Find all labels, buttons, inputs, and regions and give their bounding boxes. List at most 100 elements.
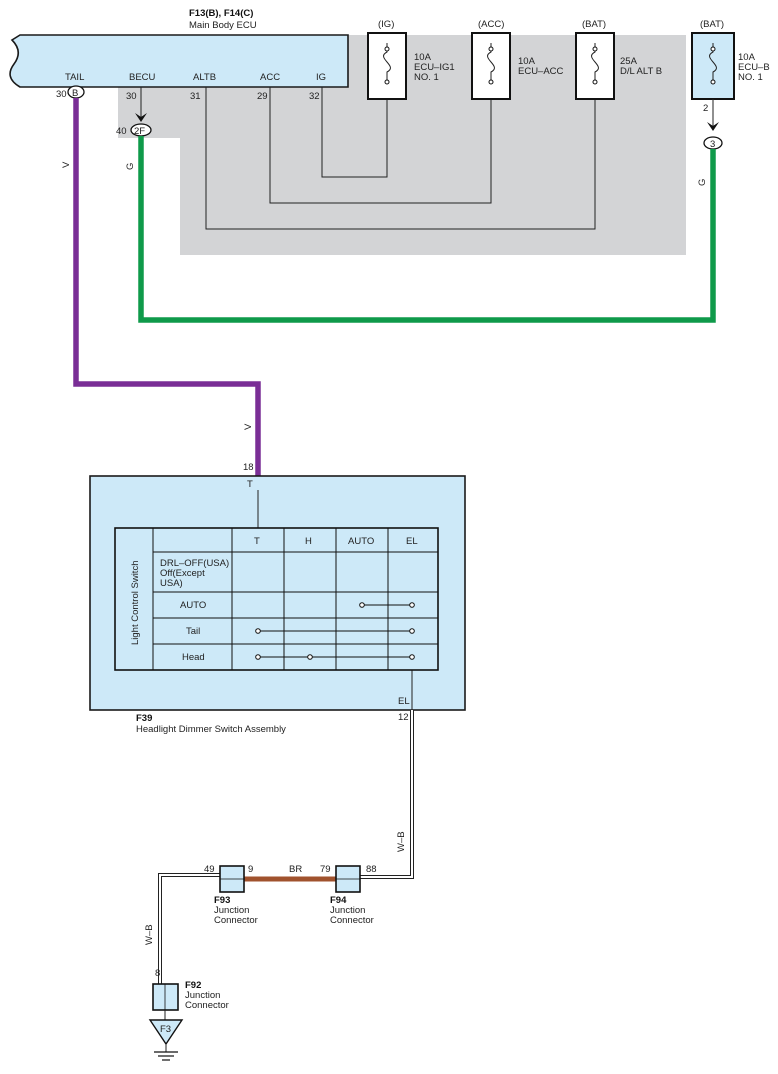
fuse-2-terminal-bottom xyxy=(488,79,494,85)
green-wire-label-right: G xyxy=(697,179,708,186)
fuse-area-shade xyxy=(118,35,686,255)
column-header-el: EL xyxy=(406,536,418,547)
head-row-contact xyxy=(409,654,415,660)
green-wire xyxy=(138,136,716,323)
fuse-4-pin: 2 xyxy=(703,103,708,114)
fuse-2-name: ECU–ACC xyxy=(518,66,564,77)
pin-number-ig: 32 xyxy=(309,91,320,102)
wb-wire-label-right: W–B xyxy=(396,831,407,852)
tail-row-contact xyxy=(255,628,261,634)
wb-wire-left-outer xyxy=(158,873,220,984)
fuse-4-name: ECU–B xyxy=(738,62,770,73)
f93-pin-right: 9 xyxy=(248,864,253,875)
switch-t-pin-number: 18 xyxy=(243,462,254,473)
ecu-pin-altb: ALTB xyxy=(193,72,216,83)
column-header-auto: AUTO xyxy=(348,536,374,547)
switch-el-pin: EL xyxy=(398,696,410,707)
f93-pin-left: 49 xyxy=(204,864,215,875)
fuse-1-terminal-top xyxy=(384,46,390,52)
ecu-pin-tail: TAIL xyxy=(65,72,84,83)
fuse-1-source: (IG) xyxy=(378,19,394,30)
fuse-3-terminal-top xyxy=(592,46,598,52)
fuse-4-icon xyxy=(709,43,717,82)
fuse-2-icon xyxy=(487,43,495,82)
f92-line1: Junction xyxy=(185,990,220,1001)
main-body-ecu-box xyxy=(9,34,349,88)
f94-line2: Connector xyxy=(330,915,374,926)
violet-wire-label-top: V xyxy=(61,161,72,168)
f94-code: F94 xyxy=(330,895,347,906)
f94-pin-right: 88 xyxy=(366,864,377,875)
switch-t-pin: T xyxy=(247,479,253,490)
pin-number-tail: 30 xyxy=(56,89,67,100)
column-header-t: T xyxy=(254,536,260,547)
fuse-4-source: (BAT) xyxy=(700,19,724,30)
fuse-1-box xyxy=(367,32,407,100)
pin-number-g-out: 40 xyxy=(116,126,127,137)
light-control-switch-table: Light Control Switch T H AUTO EL DRL–OFF… xyxy=(114,527,439,671)
fuse-3-icon xyxy=(591,43,599,82)
wb-wire-right-inner xyxy=(360,710,413,878)
ecu-pin-acc: ACC xyxy=(260,72,280,83)
f93-line1: Junction xyxy=(214,905,249,916)
fuse-1-name: ECU–IG1 xyxy=(414,62,455,73)
fuse-2-source: (ACC) xyxy=(478,19,504,30)
fuse-3-amp: 25A xyxy=(620,56,638,67)
ig-wire xyxy=(321,86,388,178)
f94-pin-left: 79 xyxy=(320,864,331,875)
fuse-2-terminal-top xyxy=(488,46,494,52)
wb-wire-label-left: W–B xyxy=(144,924,155,945)
ecu-pin-becu: BECU xyxy=(129,72,156,83)
fuse-4-box xyxy=(691,32,735,100)
row-label-tail: Tail xyxy=(186,626,200,637)
row-label-drl-off-3: USA) xyxy=(160,578,183,589)
fuse-4-amp: 10A xyxy=(738,52,756,63)
pin-number-becu: 30 xyxy=(126,91,137,102)
ecu-pin-ig: IG xyxy=(316,72,326,83)
fuse-3-terminal-bottom xyxy=(592,79,598,85)
f92-pin: 8 xyxy=(155,968,160,979)
row-label-drl-off-2: Off(Except xyxy=(160,568,205,579)
connector-3-label: 3 xyxy=(710,139,715,150)
fuse-4-terminal-bottom xyxy=(710,79,716,85)
fuse-1-amp: 10A xyxy=(414,52,432,63)
becu-arrow-icon xyxy=(135,113,147,122)
ground-code: F3 xyxy=(160,1024,171,1035)
fuse-4-terminal-top xyxy=(710,46,716,52)
connector-b-label: B xyxy=(72,88,78,99)
violet-wire xyxy=(73,98,261,476)
f93-code: F93 xyxy=(214,895,230,906)
f94-line1: Junction xyxy=(330,905,365,916)
fuse-2-amp: 10A xyxy=(518,56,536,67)
fuse-1-name2: NO. 1 xyxy=(414,72,439,83)
auto-row-contact xyxy=(409,602,415,608)
ecu-name: Main Body ECU xyxy=(189,20,257,31)
junction-connector-f92 xyxy=(152,983,179,1011)
fuse-1-terminal-bottom xyxy=(384,79,390,85)
f92-line2: Connector xyxy=(185,1000,229,1011)
green-wire-label-left: G xyxy=(125,163,136,170)
row-label-drl-off-1: DRL–OFF(USA) xyxy=(160,558,229,569)
switch-name: Headlight Dimmer Switch Assembly xyxy=(136,724,286,735)
head-row-contact xyxy=(255,654,261,660)
ground-connector-f3 xyxy=(148,1019,184,1046)
fuse-4-name2: NO. 1 xyxy=(738,72,763,83)
altb-wire xyxy=(205,86,596,230)
fuse-3-name: D/L ALT B xyxy=(620,66,662,77)
tail-row-contact xyxy=(409,628,415,634)
fuse-2-box xyxy=(471,32,511,100)
f93-line2: Connector xyxy=(214,915,258,926)
row-label-auto: AUTO xyxy=(180,600,206,611)
acc-wire xyxy=(269,86,492,204)
light-control-switch-title: Light Control Switch xyxy=(130,561,141,645)
wb-wire-left-inner xyxy=(159,874,220,984)
pin-number-acc: 29 xyxy=(257,91,268,102)
fuse-4-arrow-icon xyxy=(707,122,719,131)
fuse-3-box xyxy=(575,32,615,100)
brown-wire-label: BR xyxy=(289,864,302,875)
row-label-head: Head xyxy=(182,652,205,663)
ground-icon xyxy=(154,1051,178,1061)
switch-el-pin-number: 12 xyxy=(398,712,409,723)
switch-code: F39 xyxy=(136,713,152,724)
